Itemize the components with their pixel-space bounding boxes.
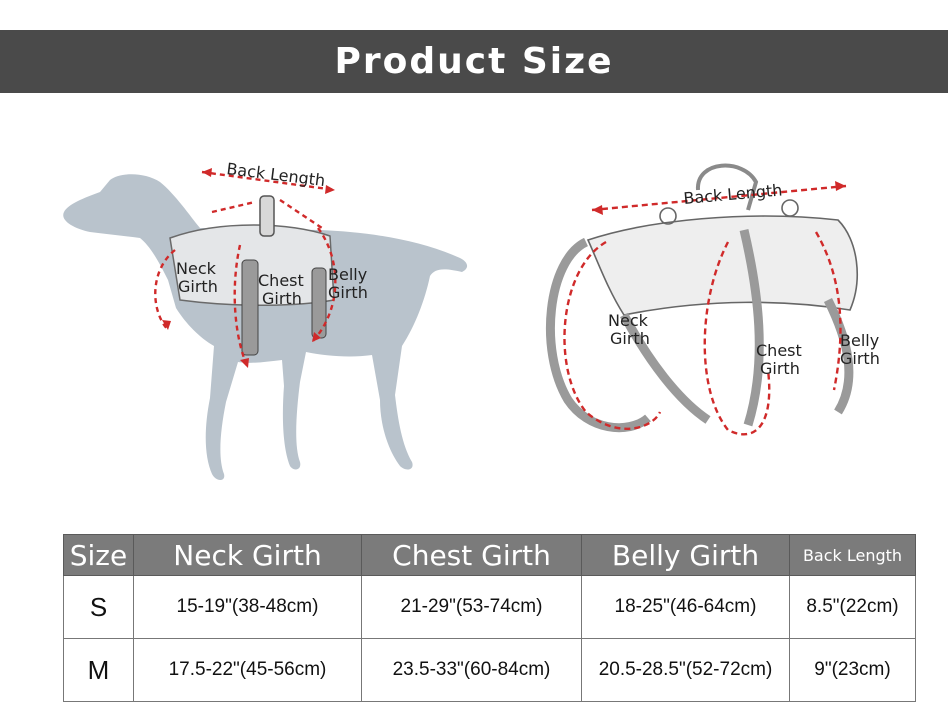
size-chart-table: Size Neck Girth Chest Girth Belly Girth … — [63, 534, 916, 702]
table-row: M 17.5-22"(45-56cm) 23.5-33"(60-84cm) 20… — [63, 638, 916, 702]
cell-belly: 18-25"(46-64cm) — [581, 575, 790, 639]
table-header-row: Size Neck Girth Chest Girth Belly Girth … — [63, 534, 916, 576]
harness-belly-girth-label: Girth — [840, 349, 880, 368]
harness-neck-label: Neck — [608, 311, 649, 330]
dog-measurement-diagram: Back Length Neck Girth Chest Girth Belly… — [50, 150, 480, 490]
harness-chest-strap — [739, 228, 764, 427]
cell-belly: 20.5-28.5"(52-72cm) — [581, 638, 790, 702]
harness-back-panel — [586, 215, 858, 316]
cell-chest: 21-29"(53-74cm) — [361, 575, 582, 639]
dog-chest-girth-label: Girth — [262, 289, 302, 308]
dog-belly-girth-label: Girth — [328, 283, 368, 302]
header-size: Size — [63, 534, 134, 576]
chest-strap — [241, 259, 259, 356]
cell-size: S — [63, 575, 134, 639]
harness-chest-label: Chest — [756, 341, 802, 360]
belly-strap — [311, 267, 327, 339]
dog-neck-label: Neck — [176, 259, 217, 278]
dog-chest-label: Chest — [258, 271, 304, 290]
harness-handle-loop — [695, 163, 759, 211]
cell-chest: 23.5-33"(60-84cm) — [361, 638, 582, 702]
page-title: Product Size — [0, 30, 948, 93]
cell-size: M — [63, 638, 134, 702]
harness-belly-label: Belly — [840, 331, 879, 350]
cell-back: 9"(23cm) — [789, 638, 916, 702]
harness-neck-ring — [546, 237, 651, 433]
header-back-length: Back Length — [789, 534, 916, 576]
harness-handle — [259, 195, 275, 237]
harness-belly-strap — [823, 297, 854, 415]
cell-neck: 17.5-22"(45-56cm) — [133, 638, 362, 702]
cell-back: 8.5"(22cm) — [789, 575, 916, 639]
header-chest-girth: Chest Girth — [361, 534, 582, 576]
cell-neck: 15-19"(38-48cm) — [133, 575, 362, 639]
dog-belly-label: Belly — [328, 265, 367, 284]
harness-front-strap — [620, 312, 711, 424]
header-neck-girth: Neck Girth — [133, 534, 362, 576]
harness-chest-girth-label: Girth — [760, 359, 800, 378]
harness-neck-girth-label: Girth — [610, 329, 650, 348]
dog-back-length-label: Back Length — [226, 159, 327, 190]
header-belly-girth: Belly Girth — [581, 534, 790, 576]
dog-neck-girth-label: Girth — [178, 277, 218, 296]
harness-measurement-diagram: Back Length Neck Girth Chest Girth Belly… — [528, 150, 908, 460]
table-row: S 15-19"(38-48cm) 21-29"(53-74cm) 18-25"… — [63, 575, 916, 639]
dog-silhouette — [63, 174, 468, 480]
